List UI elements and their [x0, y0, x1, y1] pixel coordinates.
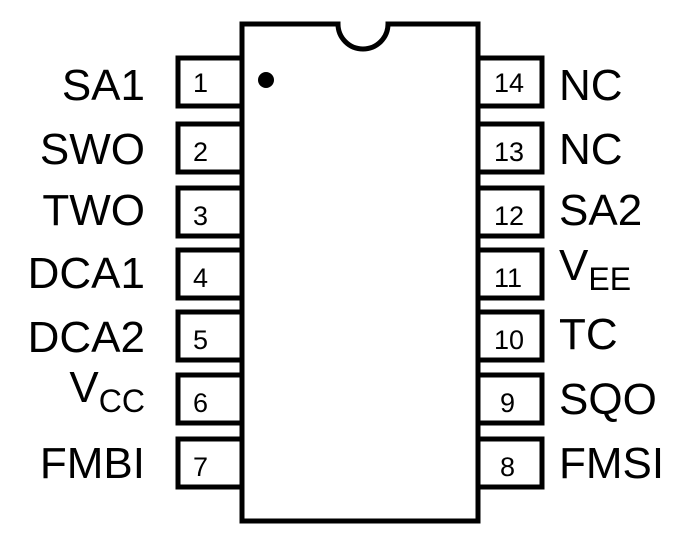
pin-label: FMBI — [40, 439, 145, 488]
pin-box — [475, 185, 545, 239]
pin-box — [475, 55, 545, 109]
pin-12: 12 SA2 — [475, 185, 642, 239]
pin-box — [175, 121, 245, 175]
pin-box — [475, 247, 545, 301]
pin-number: 4 — [193, 263, 208, 293]
pin-1: 1 SA1 — [62, 55, 245, 110]
pin-7: 7 FMBI — [40, 436, 245, 490]
pin-box — [175, 372, 245, 426]
pin-13: 13 NC — [475, 121, 623, 175]
pin-label: NC — [559, 125, 623, 174]
pin-box — [175, 247, 245, 301]
pin-label: VCC — [69, 363, 145, 419]
pin-box — [475, 309, 545, 363]
pin-box — [175, 436, 245, 490]
pin-number: 11 — [494, 263, 522, 293]
pin-box — [175, 55, 245, 109]
ic-body — [239, 21, 481, 524]
pin-number: 3 — [193, 201, 208, 231]
pin-box — [475, 372, 545, 426]
pin-9: 9 SQO — [475, 372, 657, 426]
pin-5: 5 DCA2 — [28, 309, 245, 363]
pin-label: SQO — [559, 375, 657, 424]
pin-number: 6 — [193, 388, 208, 418]
pin-number: 12 — [494, 201, 524, 231]
pin-label: SWO — [40, 125, 145, 174]
pin-label: DCA2 — [28, 313, 145, 362]
pin-label: FMSI — [559, 439, 664, 488]
pin-number: 7 — [193, 452, 208, 482]
pin-number: 14 — [494, 68, 524, 98]
pin-box — [175, 185, 245, 239]
pin-number: 10 — [494, 325, 524, 355]
pin-number: 8 — [500, 452, 515, 482]
left-pins: 1 SA1 2 SWO 3 TWO 4 DCA1 5 DCA2 6 VCC — [28, 55, 245, 490]
pin-4: 4 DCA1 — [28, 247, 245, 301]
pin-box — [175, 309, 245, 363]
pin-8: 8 FMSI — [475, 436, 664, 490]
pin-11: 11 VEE — [475, 241, 631, 301]
pin-number: 2 — [193, 137, 208, 167]
pin-6: 6 VCC — [69, 363, 245, 426]
right-pins: 14 NC 13 NC 12 SA2 11 VEE 10 TC 9 SQO — [475, 55, 664, 490]
pin-number: 5 — [193, 325, 208, 355]
pin-label: TWO — [42, 186, 145, 235]
pin-label: NC — [559, 61, 623, 110]
pin-label: TC — [559, 310, 618, 359]
pin-number: 13 — [494, 137, 524, 167]
pin-box — [475, 436, 545, 490]
pin-label: SA1 — [62, 61, 145, 110]
pin-number: 9 — [500, 388, 515, 418]
pin-2: 2 SWO — [40, 121, 245, 175]
pin-box — [475, 121, 545, 175]
pin-3: 3 TWO — [42, 185, 245, 239]
pin-10: 10 TC — [475, 309, 618, 363]
pin-label: DCA1 — [28, 249, 145, 298]
pin-label: SA2 — [559, 186, 642, 235]
pin-number: 1 — [193, 68, 208, 98]
pin-label: VEE — [559, 241, 631, 297]
pin1-marker-dot — [258, 72, 274, 88]
pin-14: 14 NC — [475, 55, 623, 110]
